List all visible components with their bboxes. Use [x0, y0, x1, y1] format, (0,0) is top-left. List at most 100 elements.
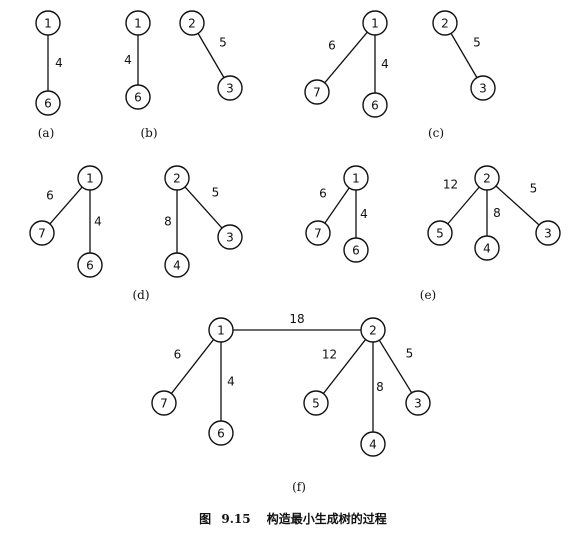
- node-label: 3: [544, 227, 552, 241]
- edge-weight-label: 4: [124, 53, 132, 67]
- node-d-4: 4: [164, 252, 190, 278]
- caption-number: 9.15: [221, 512, 251, 526]
- panel-label-f: (f): [292, 480, 306, 494]
- node-label: 1: [44, 17, 52, 31]
- node-circle: [151, 390, 177, 416]
- edge-weight-label: 6: [328, 39, 336, 53]
- node-f-3: 3: [405, 390, 431, 416]
- node-circle: [304, 79, 330, 105]
- node-e-1: 1: [343, 165, 369, 191]
- panel-label-a: (a): [38, 126, 55, 140]
- node-circle: [343, 237, 369, 263]
- node-label: 1: [134, 17, 142, 31]
- node-label: 7: [313, 86, 321, 100]
- edge-e-2-e-5: [447, 186, 480, 225]
- node-d-6: 6: [77, 252, 103, 278]
- node-d-7: 7: [29, 220, 55, 246]
- node-e-7: 7: [305, 220, 331, 246]
- node-label: 3: [226, 231, 234, 245]
- node-c-7: 7: [304, 79, 330, 105]
- edge-weight-label: 4: [381, 57, 389, 71]
- panel-label-e: (e): [420, 288, 436, 302]
- node-b-3: 3: [217, 75, 243, 101]
- node-circle: [217, 224, 243, 250]
- node-circle: [179, 10, 205, 36]
- node-a-1: 1: [35, 10, 61, 36]
- node-d-1: 1: [77, 165, 103, 191]
- node-label: 1: [371, 17, 379, 31]
- node-label: 6: [217, 427, 225, 441]
- edge-weight-label: 4: [55, 56, 63, 70]
- node-e-4: 4: [474, 235, 500, 261]
- edge-weight-label: 6: [174, 348, 182, 362]
- node-e-5: 5: [427, 220, 453, 246]
- edge-e-2-e-3: [495, 185, 540, 226]
- edge-e-1-e-7: [324, 187, 350, 224]
- edge-weight-label: 8: [493, 206, 501, 220]
- node-circle: [360, 431, 386, 457]
- caption-prefix: 图: [199, 512, 212, 526]
- panel-labels-layer: (a)(b)(c)(d)(e)(f): [38, 126, 444, 494]
- node-label: 7: [314, 227, 322, 241]
- node-b-6: 6: [125, 84, 151, 110]
- node-circle: [164, 165, 190, 191]
- node-f-2: 2: [360, 317, 386, 343]
- node-circle: [35, 10, 61, 36]
- node-circle: [303, 390, 329, 416]
- node-label: 2: [188, 17, 196, 31]
- node-label: 3: [414, 397, 422, 411]
- node-circle: [29, 220, 55, 246]
- node-label: 2: [483, 172, 491, 186]
- node-label: 1: [86, 172, 94, 186]
- node-label: 4: [173, 259, 181, 273]
- edge-weight-label: 12: [443, 178, 458, 192]
- node-label: 6: [86, 259, 94, 273]
- node-label: 1: [217, 324, 225, 338]
- node-label: 3: [479, 82, 487, 96]
- edge-weight-label: 5: [473, 36, 481, 50]
- edge-weight-label: 5: [406, 347, 414, 361]
- node-circle: [405, 390, 431, 416]
- node-label: 2: [441, 17, 449, 31]
- panel-label-c: (c): [428, 126, 444, 140]
- node-circle: [305, 220, 331, 246]
- node-d-2: 2: [164, 165, 190, 191]
- node-label: 4: [369, 438, 377, 452]
- edge-weight-label: 4: [360, 207, 368, 221]
- node-circle: [125, 10, 151, 36]
- edge-c-2-c-3: [450, 33, 478, 78]
- edge-weight-label: 18: [289, 312, 304, 326]
- node-label: 7: [160, 397, 168, 411]
- figure-caption: 图 9.15 构造最小生成树的过程: [0, 510, 586, 527]
- node-circle: [125, 84, 151, 110]
- node-f-6: 6: [208, 420, 234, 446]
- edge-b-2-b-3: [197, 33, 225, 78]
- edge-weight-label: 5: [530, 182, 538, 196]
- node-circle: [35, 90, 61, 116]
- edge-weight-label: 6: [46, 189, 54, 203]
- node-f-1: 1: [208, 317, 234, 343]
- node-circle: [208, 317, 234, 343]
- node-circle: [474, 165, 500, 191]
- node-circle: [217, 75, 243, 101]
- node-label: 6: [352, 244, 360, 258]
- edge-weight-label: 4: [94, 215, 102, 229]
- node-circle: [208, 420, 234, 446]
- node-e-2: 2: [474, 165, 500, 191]
- node-f-5: 5: [303, 390, 329, 416]
- node-label: 6: [44, 97, 52, 111]
- node-label: 5: [436, 227, 444, 241]
- node-circle: [77, 252, 103, 278]
- node-c-1: 1: [362, 10, 388, 36]
- edge-weight-label: 8: [164, 215, 172, 229]
- node-circle: [360, 317, 386, 343]
- node-circle: [535, 220, 561, 246]
- node-circle: [474, 235, 500, 261]
- edge-weight-label: 5: [219, 36, 227, 50]
- node-circle: [343, 165, 369, 191]
- edge-weight-label: 6: [319, 187, 327, 201]
- node-a-6: 6: [35, 90, 61, 116]
- node-circle: [362, 10, 388, 36]
- node-f-4: 4: [360, 431, 386, 457]
- edge-weight-label: 8: [376, 380, 384, 394]
